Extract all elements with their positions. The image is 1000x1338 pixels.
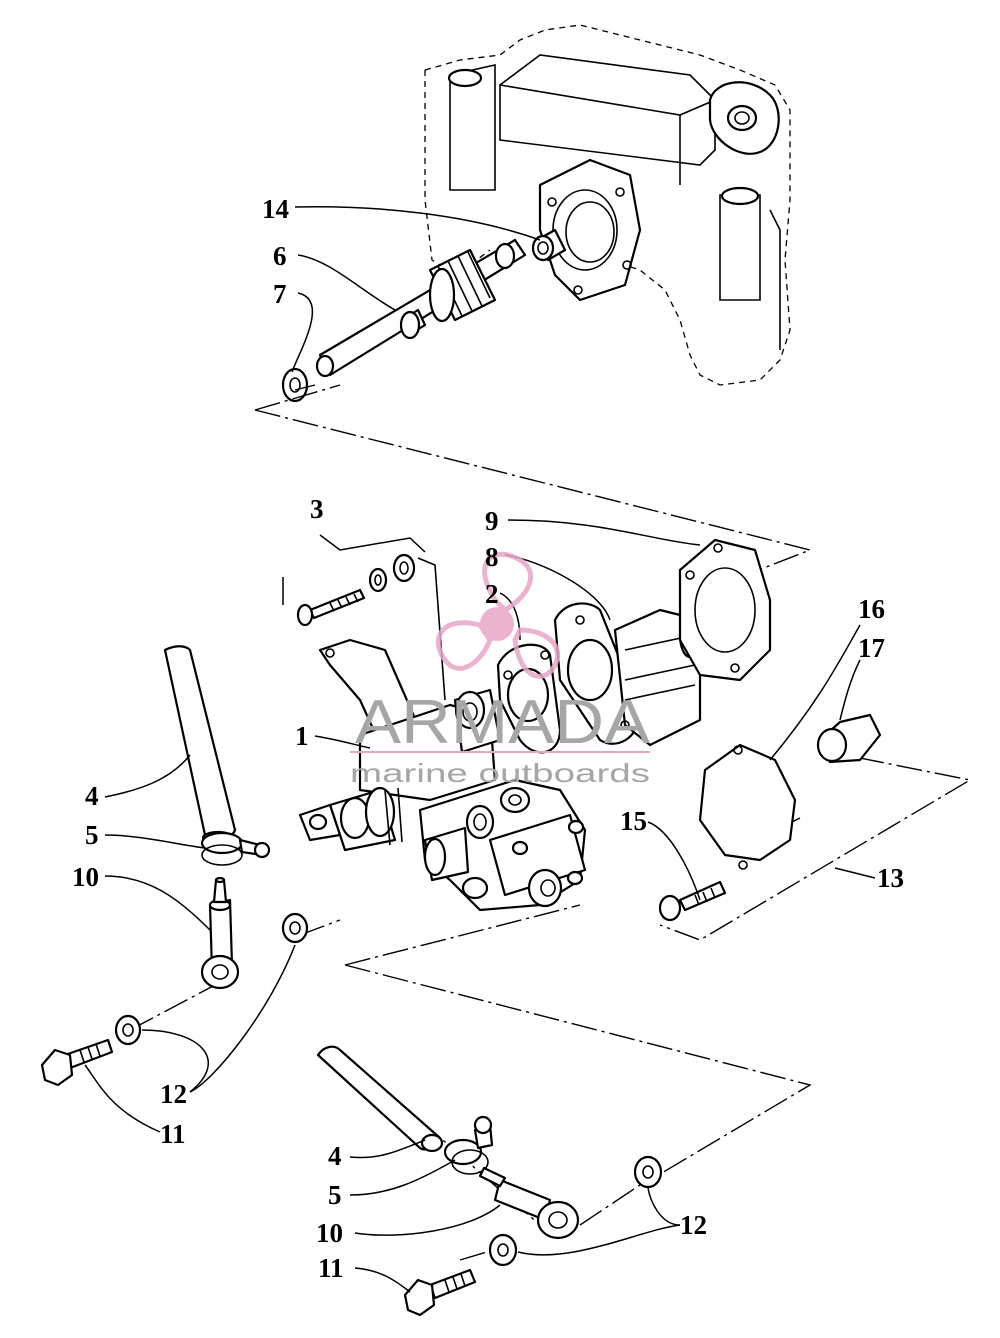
callout-1: 1 [295, 721, 309, 751]
callout-5-upper: 5 [85, 820, 99, 850]
callout-17: 17 [858, 633, 885, 663]
bushing [531, 228, 567, 262]
callout-13: 13 [877, 863, 904, 893]
callout-12-upper: 12 [160, 1079, 187, 1109]
watermark: ARMADA marine outboards [350, 551, 651, 788]
callout-9: 9 [485, 506, 499, 536]
callout-10-lower: 10 [316, 1218, 343, 1248]
cover-plate [698, 743, 797, 870]
washer [281, 367, 309, 403]
callout-8: 8 [485, 542, 499, 572]
pump-body [298, 638, 587, 912]
callout-4-upper: 4 [85, 781, 99, 811]
callout-12-lower: 12 [680, 1210, 707, 1240]
leader-lines [84, 206, 876, 1293]
screw-15 [658, 880, 727, 922]
callout-5-lower: 5 [328, 1180, 342, 1210]
callout-7: 7 [273, 279, 287, 309]
banjo-fitting-upper [200, 876, 240, 990]
callout-10-upper: 10 [72, 862, 99, 892]
callout-15: 15 [620, 806, 647, 836]
hose-upper [163, 645, 237, 846]
banjo-bolt-lower [403, 1268, 477, 1317]
callout-2: 2 [485, 579, 499, 609]
hose-clamp-upper [200, 831, 271, 866]
callout-11-upper: 11 [160, 1119, 186, 1149]
callout-14: 14 [262, 194, 289, 224]
gasket-2 [496, 643, 562, 754]
hose-clamp-lower [443, 1115, 494, 1175]
banjo-bolt-upper [40, 1038, 114, 1087]
callout-11-lower: 11 [318, 1253, 344, 1283]
gasket-9 [678, 538, 772, 682]
watermark-brand: ARMADA [355, 688, 651, 757]
hose-lower [316, 1045, 444, 1153]
engine-block [424, 24, 791, 386]
callouts: 14 6 7 3 9 8 2 16 17 1 4 5 10 15 13 12 1… [72, 194, 904, 1283]
banjo-fitting-lower [478, 1166, 580, 1240]
washer-12-lower [488, 1155, 663, 1267]
bolt-3 [296, 553, 446, 701]
watermark-tagline: marine outboards [350, 758, 650, 788]
drive-shaft [315, 238, 527, 378]
callout-3: 3 [310, 494, 324, 524]
plug [816, 713, 882, 764]
callout-6: 6 [273, 241, 287, 271]
callout-4-lower: 4 [328, 1141, 342, 1171]
callout-16: 16 [858, 594, 885, 624]
propeller-logo-icon [435, 551, 560, 679]
washer-12-upper [114, 912, 309, 1046]
